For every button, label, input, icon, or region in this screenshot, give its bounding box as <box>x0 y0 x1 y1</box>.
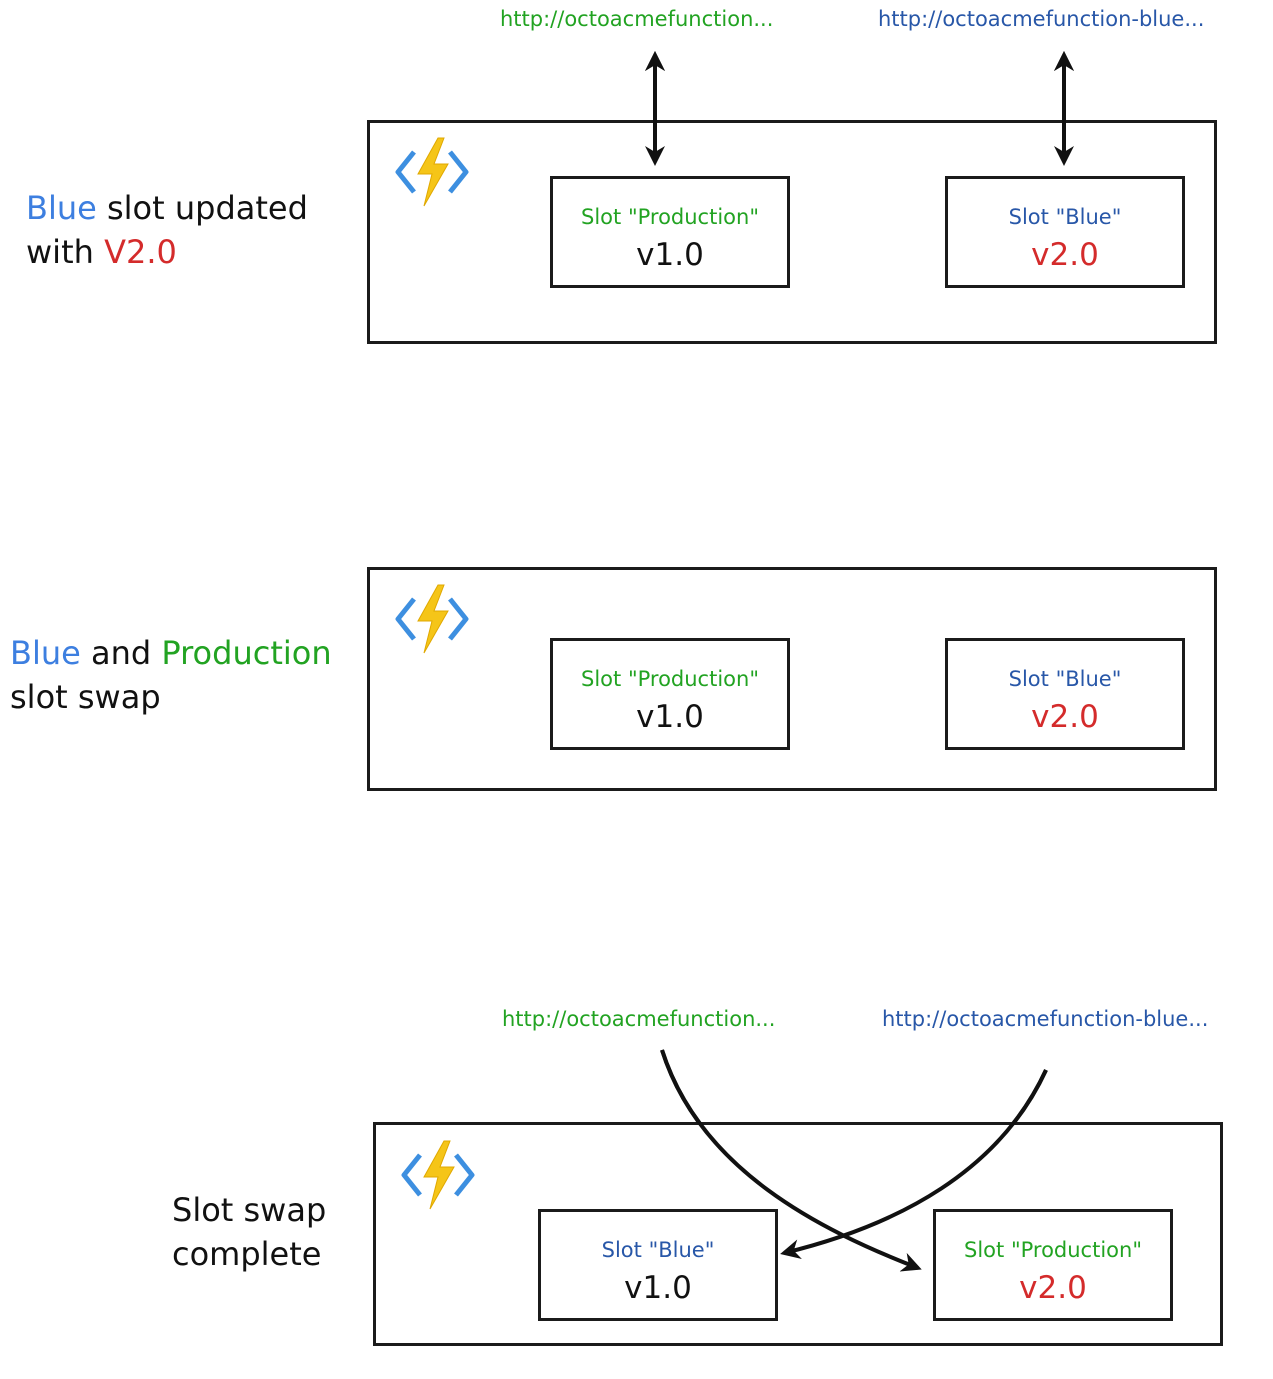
slot-version: v2.0 <box>1019 1270 1087 1306</box>
azure-functions-icon <box>395 584 469 654</box>
caption-production-word: Production <box>161 634 332 672</box>
caption-text: with <box>26 233 105 271</box>
caption-text: and <box>80 634 162 672</box>
slot-label: Slot "Blue" <box>1008 205 1122 229</box>
slot-version: v1.0 <box>624 1270 692 1306</box>
slot-production[interactable]: Slot "Production" v1.0 <box>550 638 790 750</box>
caption-text: Slot swap <box>172 1191 327 1229</box>
panel3-caption: Slot swap complete <box>172 1188 326 1276</box>
slot-version: v1.0 <box>636 237 704 273</box>
caption-version-word: V2.0 <box>104 233 177 271</box>
slot-blue[interactable]: Slot "Blue" v1.0 <box>538 1209 778 1321</box>
production-url[interactable]: http://octoacmefunction... <box>502 1007 776 1031</box>
azure-functions-icon <box>401 1140 475 1210</box>
panel2-caption: Blue and Production slot swap <box>10 631 332 719</box>
slot-version: v2.0 <box>1031 699 1099 735</box>
slot-label: Slot "Production" <box>581 205 759 229</box>
blue-slot-url[interactable]: http://octoacmefunction-blue... <box>878 7 1205 31</box>
slot-production[interactable]: Slot "Production" v2.0 <box>933 1209 1173 1321</box>
slot-label: Slot "Blue" <box>1008 667 1122 691</box>
slot-blue[interactable]: Slot "Blue" v2.0 <box>945 176 1185 288</box>
slot-version: v1.0 <box>636 699 704 735</box>
caption-blue-word: Blue <box>10 634 81 672</box>
slot-production[interactable]: Slot "Production" v1.0 <box>550 176 790 288</box>
slot-version: v2.0 <box>1031 237 1099 273</box>
slot-label: Slot "Production" <box>581 667 759 691</box>
blue-slot-url[interactable]: http://octoacmefunction-blue... <box>882 1007 1209 1031</box>
slot-blue[interactable]: Slot "Blue" v2.0 <box>945 638 1185 750</box>
slot-label: Slot "Blue" <box>601 1238 715 1262</box>
caption-text: complete <box>172 1235 322 1273</box>
caption-text: slot swap <box>10 678 161 716</box>
production-url[interactable]: http://octoacmefunction... <box>500 7 774 31</box>
slot-label: Slot "Production" <box>964 1238 1142 1262</box>
caption-text: slot updated <box>96 189 308 227</box>
caption-blue-word: Blue <box>26 189 97 227</box>
azure-functions-icon <box>395 137 469 207</box>
panel1-caption: Blue slot updated with V2.0 <box>26 186 308 274</box>
